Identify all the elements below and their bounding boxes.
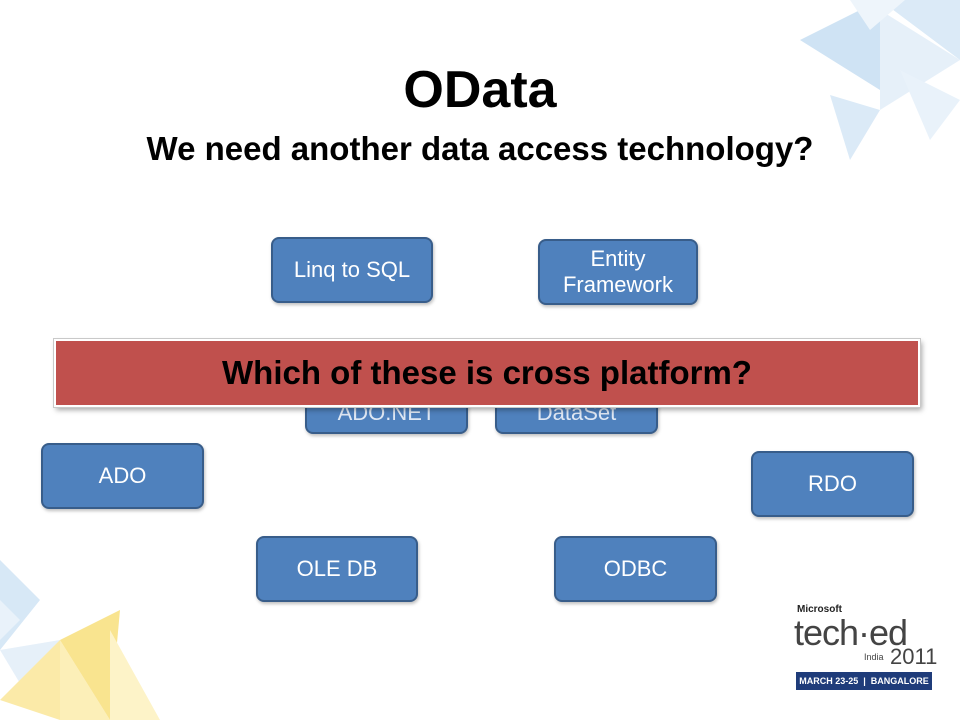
ado-label: ADO (98, 463, 147, 488)
odbc-label: ODBC (603, 556, 668, 581)
question-banner-text: Which of these is cross platform? (222, 354, 752, 391)
slide-subtitle: We need another data access technology? (146, 130, 814, 167)
ado-box: ADO (41, 443, 204, 509)
slide-title: OData (403, 61, 557, 119)
logo-date-location: MARCH 23-25 | BANGALORE (796, 672, 932, 690)
rdo-box: RDO (751, 451, 914, 517)
teched-india-logo: Microsoft tech·ed India 2011 MARCH 23-25… (794, 604, 938, 694)
logo-event: tech·ed (794, 612, 908, 653)
entity-framework-box: Entity Framework (538, 239, 698, 305)
rdo-label: RDO (808, 471, 857, 496)
entity-framework-label-line2: Framework (562, 272, 673, 297)
linq-to-sql-label: Linq to SQL (293, 257, 411, 282)
ole-db-box: OLE DB (256, 536, 418, 602)
ole-db-label: OLE DB (296, 556, 378, 581)
logo-country: India (864, 652, 884, 662)
logo-year: 2011 (890, 644, 938, 669)
logo-brand: Microsoft (797, 604, 842, 615)
entity-framework-label-line1: Entity (590, 246, 646, 271)
odbc-box: ODBC (554, 536, 717, 602)
question-banner: Which of these is cross platform? (53, 338, 921, 408)
linq-to-sql-box: Linq to SQL (271, 237, 433, 303)
